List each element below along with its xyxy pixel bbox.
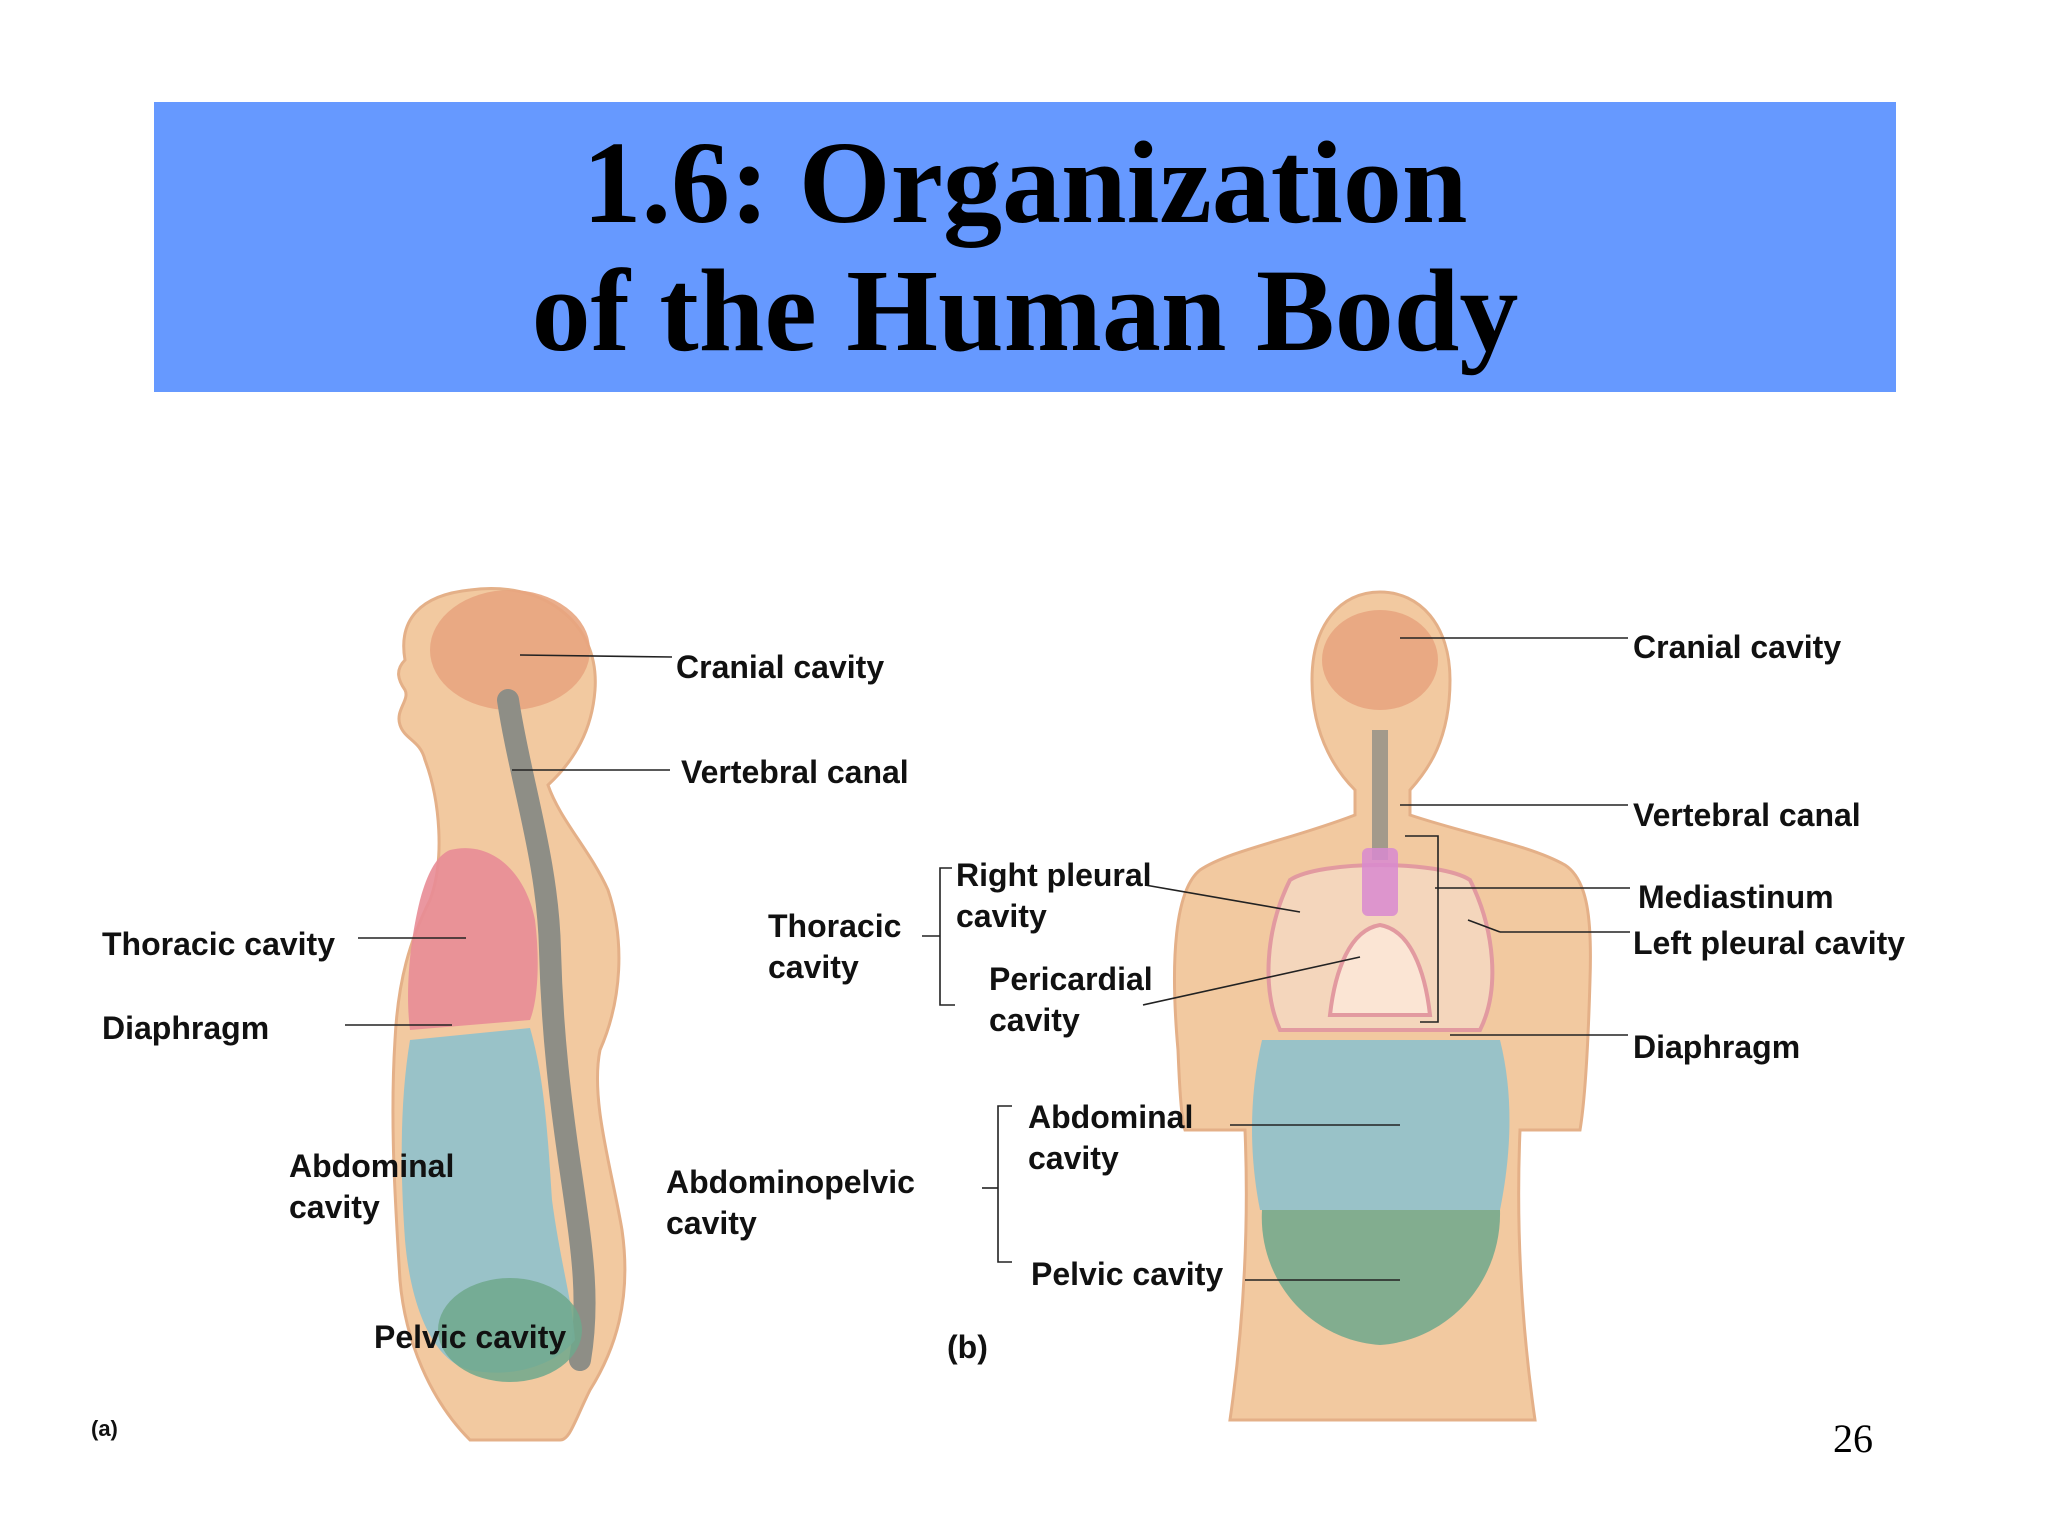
- anterior-cranial-cavity: [1322, 610, 1438, 710]
- label-b-pericardial-line-2: cavity: [989, 1002, 1080, 1038]
- slide-title-line-1: 1.6: Organization: [582, 117, 1468, 248]
- label-b-diaphragm: Diaphragm: [1633, 1029, 1801, 1065]
- label-a-thoracic-cavity: Thoracic cavity: [102, 926, 335, 962]
- label-b-vertebral-canal: Vertebral canal: [1633, 797, 1861, 833]
- lateral-cranial-cavity: [430, 590, 590, 710]
- anterior-mediastinum: [1362, 848, 1398, 916]
- label-a-pelvic-cavity: Pelvic cavity: [374, 1319, 567, 1355]
- label-a-abdominal-cavity-line-2: cavity: [289, 1189, 380, 1225]
- title-banner: 1.6: Organization of the Human Body: [154, 102, 1896, 392]
- label-a-abdominal-cavity-line-1: Abdominal: [289, 1148, 455, 1184]
- label-b-left-pleural-cavity: Left pleural cavity: [1633, 925, 1906, 961]
- label-b-abdominal-line-2: cavity: [1028, 1140, 1119, 1176]
- label-b-mediastinum: Mediastinum: [1638, 879, 1834, 915]
- lateral-pelvic-cavity: [438, 1278, 582, 1382]
- label-b-right-pleural-line-1: Right pleural: [956, 857, 1152, 893]
- slide-title-line-2: of the Human Body: [531, 245, 1519, 376]
- anterior-pelvic-cavity: [1261, 1210, 1501, 1345]
- anterior-body-illustration: [1172, 590, 1592, 1422]
- label-b-pelvic-cavity: Pelvic cavity: [1031, 1256, 1224, 1292]
- label-b-thoracic-line-2: cavity: [768, 949, 859, 985]
- panel-a-leader-lines: [345, 654, 673, 1026]
- label-b-thoracic-line-1: Thoracic: [768, 908, 902, 944]
- panel-b-leader-lines: [922, 637, 1630, 1281]
- lateral-thoracic-cavity: [408, 848, 538, 1030]
- anterior-vertebral-canal: [1372, 730, 1388, 860]
- label-b-cranial-cavity: Cranial cavity: [1633, 629, 1842, 665]
- label-b-pericardial-line-1: Pericardial: [989, 961, 1153, 997]
- label-b-abdominopelvic-line-2: cavity: [666, 1205, 757, 1241]
- slide-page-number: 26: [1833, 1416, 1873, 1461]
- label-a-cranial-cavity: Cranial cavity: [676, 649, 885, 685]
- panel-a-tag: (a): [91, 1416, 118, 1441]
- label-b-abdominopelvic-line-1: Abdominopelvic: [666, 1164, 915, 1200]
- lateral-vertebral-column: [497, 689, 596, 1371]
- label-b-right-pleural-line-2: cavity: [956, 898, 1047, 934]
- panel-b-tag: (b): [947, 1329, 988, 1365]
- label-a-diaphragm: Diaphragm: [102, 1010, 270, 1046]
- lateral-body-illustration: [391, 587, 627, 1442]
- label-b-abdominal-line-1: Abdominal: [1028, 1099, 1194, 1135]
- anterior-pericardial-cavity: [1327, 922, 1433, 1017]
- label-a-vertebral-canal: Vertebral canal: [681, 754, 909, 790]
